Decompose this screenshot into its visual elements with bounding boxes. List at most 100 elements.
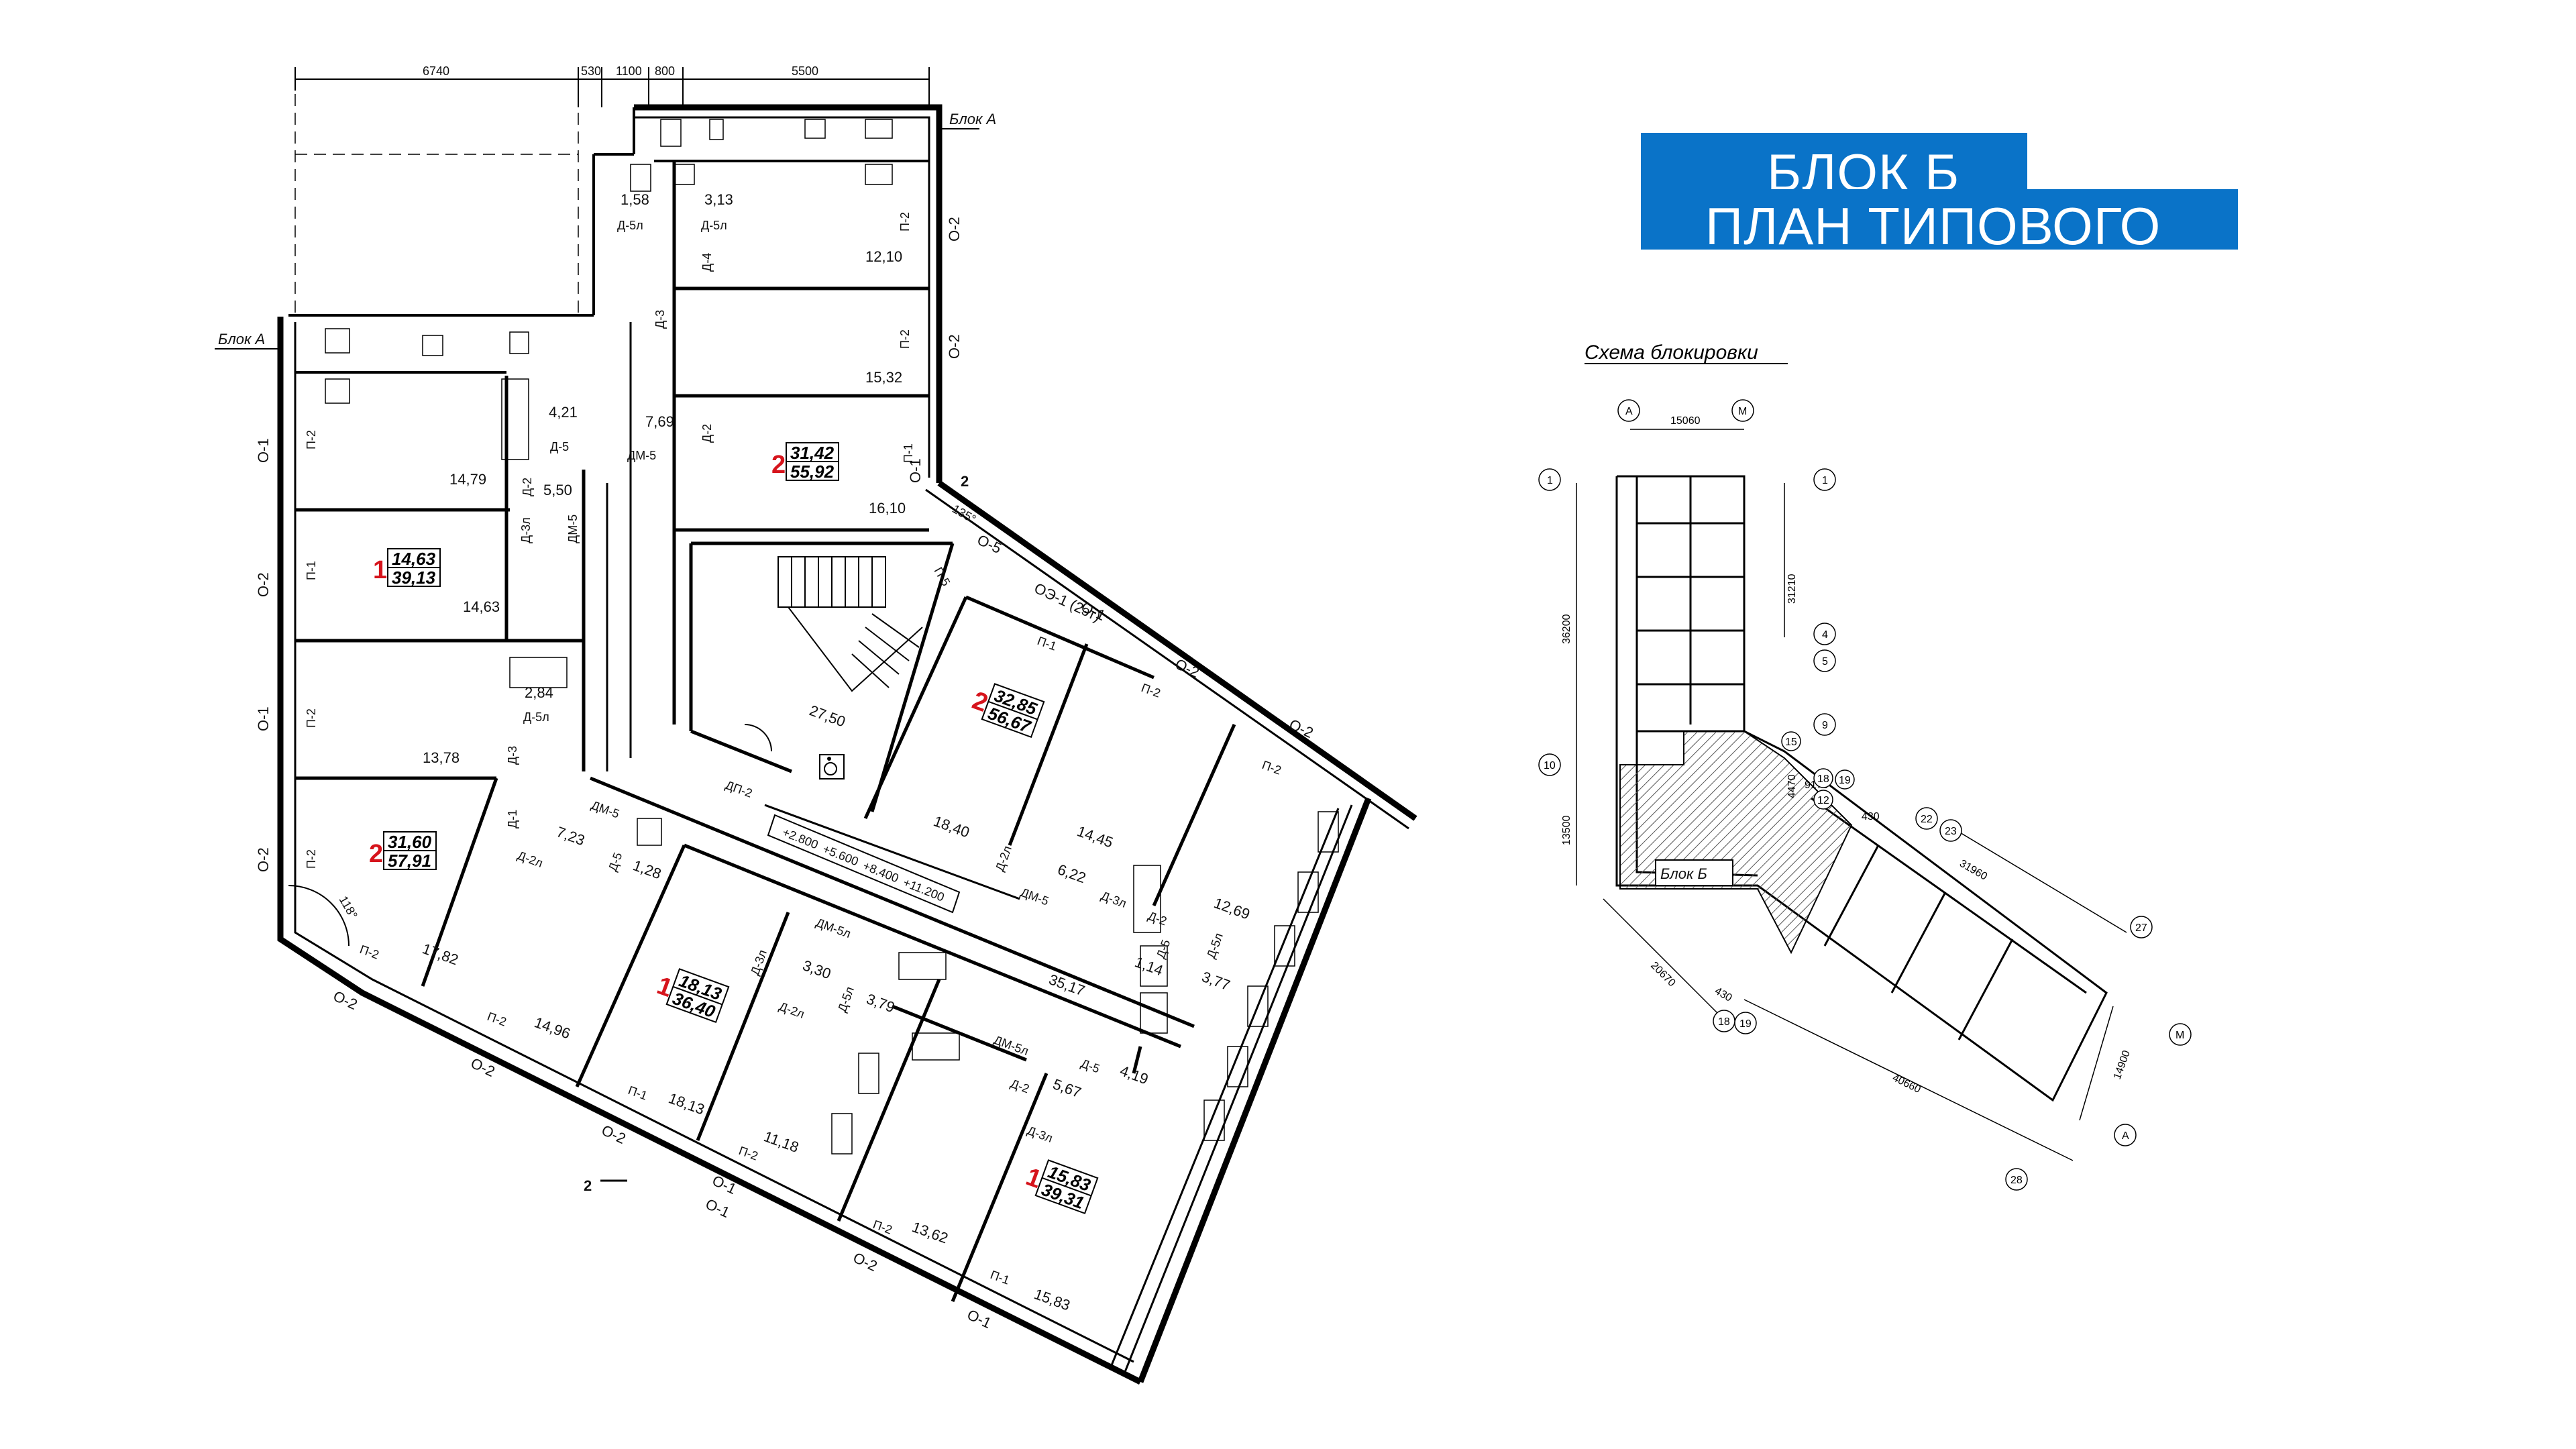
block-b-label-box [1655,859,1733,886]
svg-text:12,10: 12,10 [865,248,902,265]
svg-text:10: 10 [1544,760,1556,771]
plumbing-fixtures [325,119,1339,1155]
svg-text:55,92: 55,92 [790,462,835,482]
svg-text:28: 28 [2010,1175,2023,1186]
svg-text:О-2: О-2 [946,334,963,359]
interior-walls [295,161,1236,1302]
top-dimension-line [294,67,930,107]
axis-bubbles [1538,399,2192,1191]
svg-text:М: М [2176,1030,2184,1041]
svg-text:2: 2 [584,1177,592,1194]
door-swings [288,724,772,947]
scheme-dim: 31210 [1786,574,1798,604]
svg-text:19: 19 [1839,775,1851,786]
svg-text:Д-3: Д-3 [653,310,667,329]
svg-text:4: 4 [1822,629,1828,641]
apartment-tag: 1 15,83 39,31 [1022,1159,1099,1215]
svg-text:Д-5л: Д-5л [701,219,727,232]
outer-wall-inner-lines [294,116,1409,1376]
svg-text:1: 1 [373,556,387,584]
svg-text:18: 18 [1817,773,1829,785]
scheme-dim: 430 [1862,811,1880,822]
svg-text:Д-3л: Д-3л [519,517,533,543]
svg-text:15,32: 15,32 [865,369,902,386]
svg-text:1: 1 [1547,475,1553,486]
scheme-dim: 40660 [1890,1072,1923,1095]
svg-text:П-2: П-2 [898,329,912,349]
svg-text:2: 2 [961,473,969,490]
svg-text:П-2: П-2 [305,849,318,869]
block-a-boundary [288,107,929,374]
svg-text:Д-1: Д-1 [506,810,519,828]
title-banner-block: БЛОК Б [1641,133,2027,199]
apartment-labels: 1 14,63 39,13 2 31,42 55,92 2 31,60 57,9… [369,442,1099,1215]
svg-text:5: 5 [1822,656,1828,667]
svg-text:14,79: 14,79 [449,471,486,488]
scheme-dim: 31960 [1957,858,1989,883]
svg-text:18: 18 [1718,1016,1730,1028]
svg-text:М: М [1738,406,1747,417]
block-a-label: Блок А [218,331,265,347]
dimension-label: 530 [581,64,601,78]
svg-text:14,63: 14,63 [392,549,436,569]
svg-text:Д-4: Д-4 [700,253,714,272]
svg-text:Д-2: Д-2 [700,424,714,443]
svg-text:4,21: 4,21 [549,404,578,421]
block-a-dashed-outline [294,94,579,315]
svg-text:О-1: О-1 [255,706,272,731]
section-mark: 2 2 [584,473,969,1194]
svg-text:Д-5л: Д-5л [523,710,549,724]
scheme-dim: 430 [1713,985,1734,1004]
svg-text:Д-2: Д-2 [521,478,534,496]
apartment-tag: 1 14,63 39,13 [373,548,441,588]
svg-text:27: 27 [2135,922,2147,934]
scheme-dim: 15060 [1670,415,1701,427]
apartment-tag: 2 31,42 55,92 [771,442,839,482]
apartment-tag: 1 18,13 36,40 [653,968,730,1024]
svg-text:О-2: О-2 [255,847,272,872]
svg-text:ДМ-5: ДМ-5 [566,515,580,543]
apartment-tag: 2 31,60 57,91 [369,831,437,871]
svg-text:П-1: П-1 [902,443,915,463]
svg-text:12: 12 [1817,795,1829,806]
svg-text:ДМ-5: ДМ-5 [627,449,656,462]
svg-text:14,63: 14,63 [463,598,500,615]
svg-text:13,78: 13,78 [423,749,460,766]
svg-text:16,10: 16,10 [869,500,906,517]
svg-text:2: 2 [771,451,786,479]
svg-text:3,13: 3,13 [704,191,733,208]
svg-text:31,42: 31,42 [790,443,835,463]
svg-text:2,84: 2,84 [525,684,553,701]
svg-text:П-1: П-1 [305,561,318,580]
svg-text:15: 15 [1785,737,1797,748]
svg-text:А: А [2122,1130,2129,1142]
svg-text:П-2: П-2 [305,430,318,449]
dimension-label: 1100 [616,64,642,78]
room-areas: 1,58 3,13 12,10 15,32 16,10 4,21 7,69 14… [420,191,1252,1314]
svg-text:19: 19 [1739,1018,1752,1030]
svg-text:П-2: П-2 [305,708,318,728]
svg-text:О-1: О-1 [255,438,272,463]
svg-text:22: 22 [1921,814,1933,825]
svg-text:5,50: 5,50 [543,482,572,498]
scheme-dim: 14900 [2112,1049,2133,1081]
svg-text:39,13: 39,13 [392,568,436,588]
svg-text:А: А [1625,406,1633,417]
svg-text:57,91: 57,91 [388,851,431,871]
dimension-label: 800 [655,64,675,78]
scheme-dim: 4470 [1786,774,1798,798]
svg-text:1: 1 [1822,475,1828,486]
block-a-label: Блок А [949,111,996,127]
axis-labels: А М 1 1 4 5 9 10 15 18 19 12 22 23 27 28… [1544,406,2184,1186]
block-b-hatch [1619,731,1853,955]
svg-text:О-2: О-2 [946,217,963,241]
svg-text:23: 23 [1945,826,1957,837]
scheme-dim: 20670 [1648,960,1678,989]
svg-text:7,69: 7,69 [645,413,674,430]
svg-text:2: 2 [369,840,383,868]
scheme-dimension-lines [1576,429,2127,1161]
title-plan: ПЛАН ТИПОВОГО ЭТАЖА [1705,197,2161,308]
block-b-label: Блок Б [1660,865,1707,882]
svg-text:9: 9 [1822,720,1828,731]
